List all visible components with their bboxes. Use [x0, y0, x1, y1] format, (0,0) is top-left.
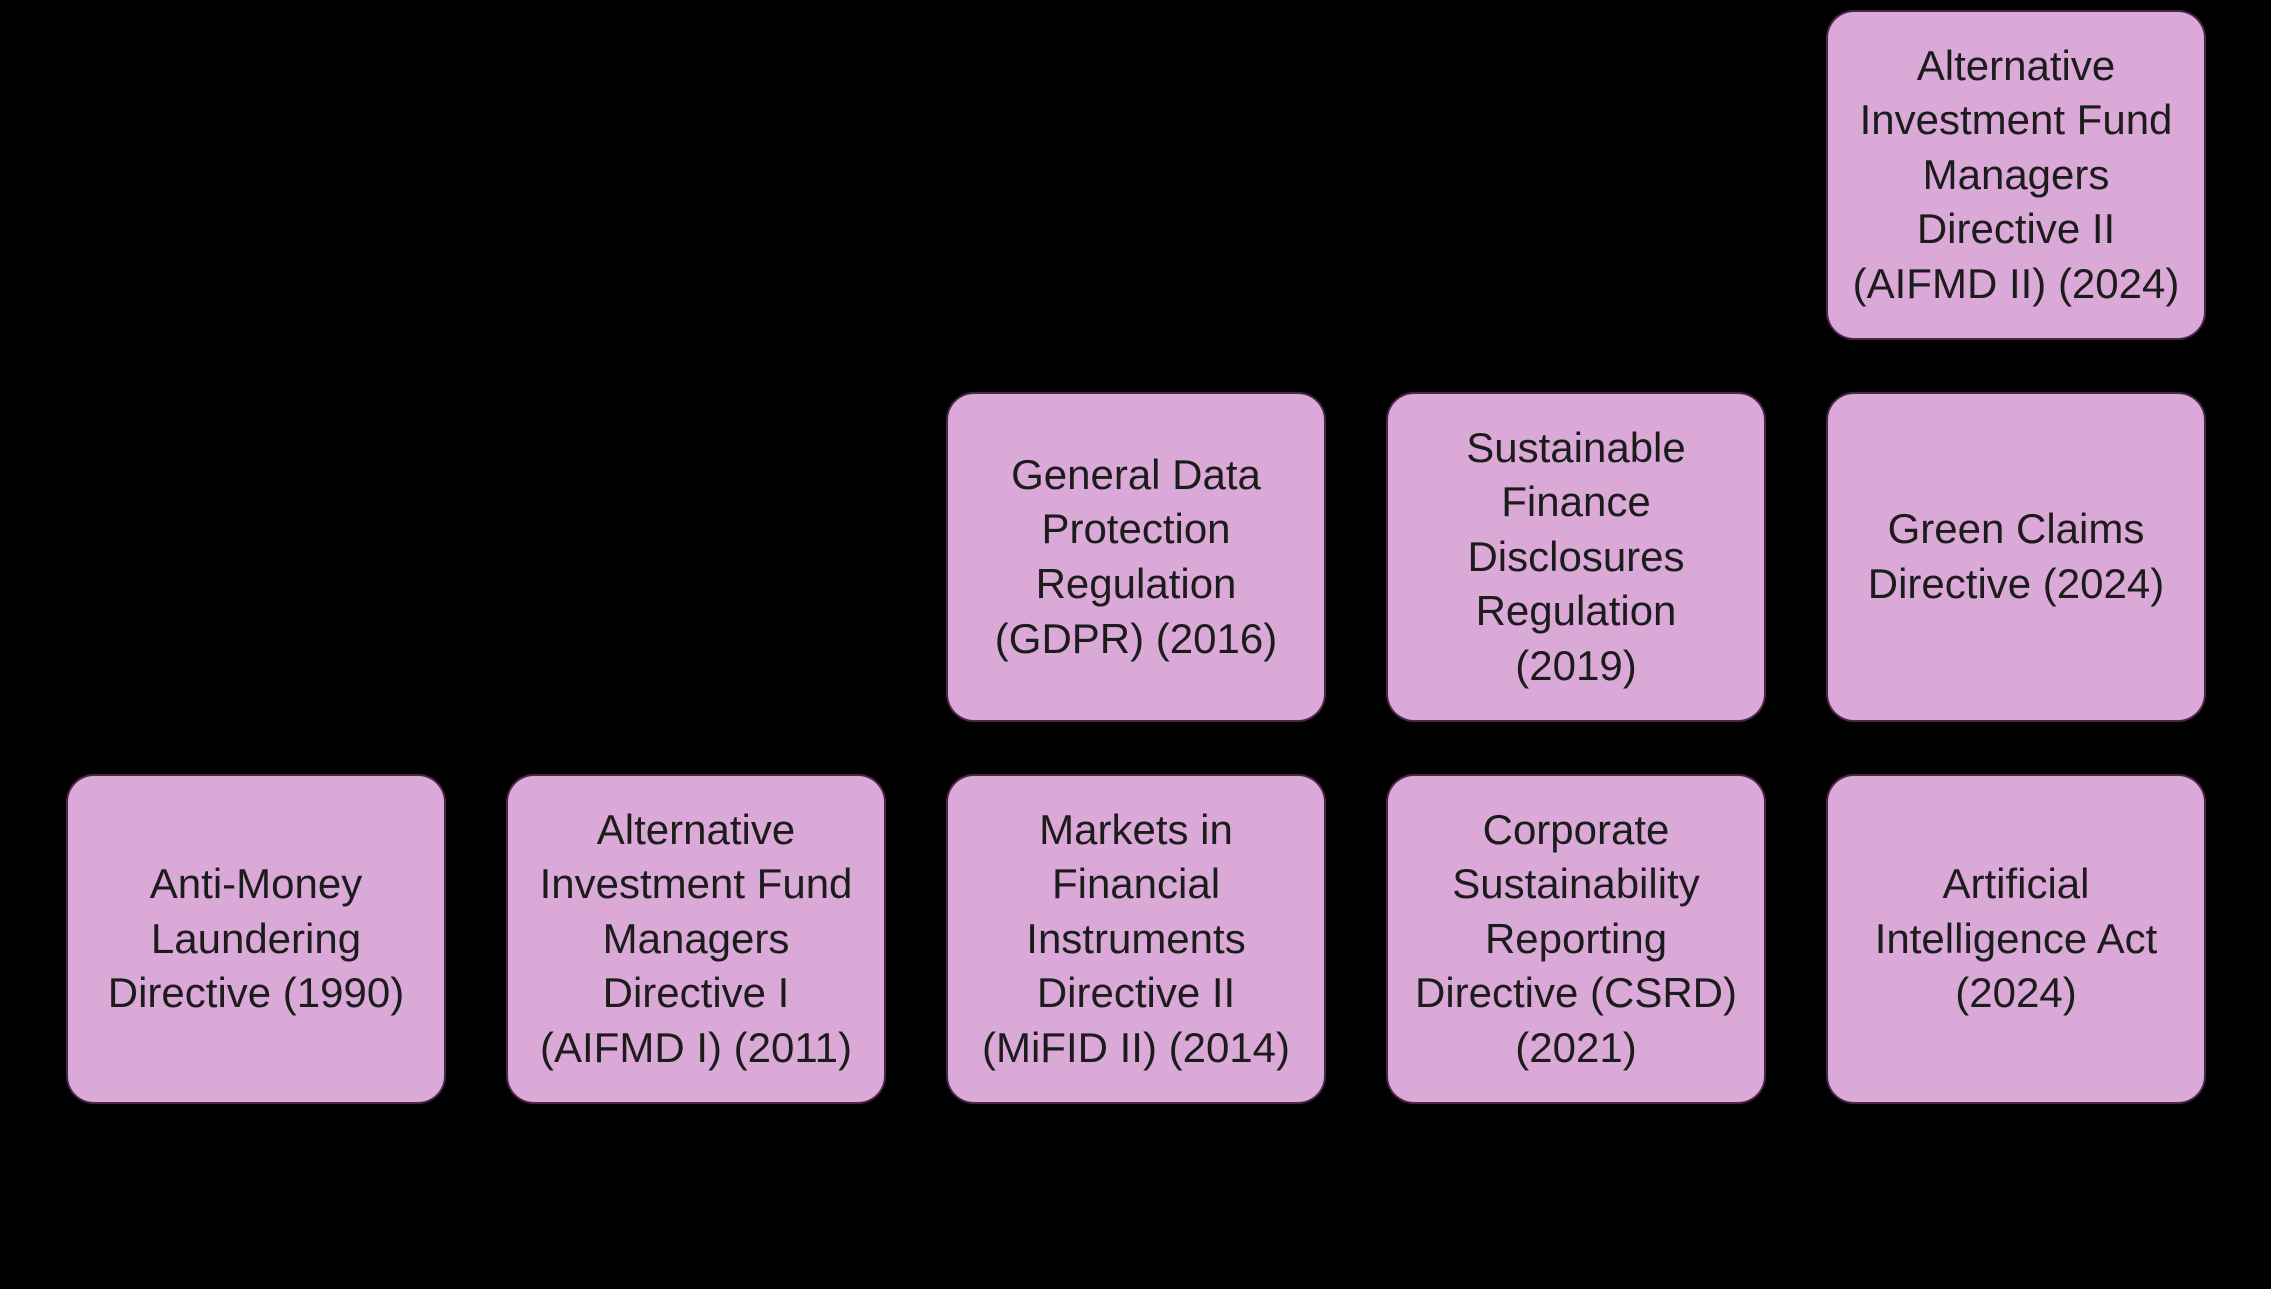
node-csrd-2021: Corporate Sustainability Reporting Direc… [1386, 774, 1766, 1104]
timeline-grid: Alternative Investment Fund Managers Dir… [66, 10, 2206, 1104]
node-mifid-ii-2014: Markets in Financial Instruments Directi… [946, 774, 1326, 1104]
node-anti-money-laundering-directive-1990: Anti-Money Laundering Directive (1990) [66, 774, 446, 1104]
node-green-claims-directive-2024: Green Claims Directive (2024) [1826, 392, 2206, 722]
node-sfdr-2019: Sustainable Finance Disclosures Regulati… [1386, 392, 1766, 722]
node-aifmd-i-2011: Alternative Investment Fund Managers Dir… [506, 774, 886, 1104]
node-artificial-intelligence-act-2024: Artificial Intelligence Act (2024) [1826, 774, 2206, 1104]
node-gdpr-2016: General Data Protection Regulation (GDPR… [946, 392, 1326, 722]
node-aifmd-ii-2024: Alternative Investment Fund Managers Dir… [1826, 10, 2206, 340]
